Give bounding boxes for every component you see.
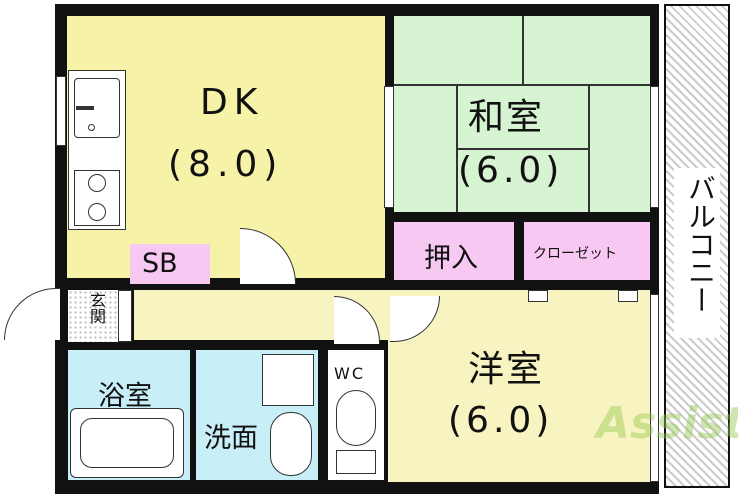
toilet-bowl [336, 390, 376, 446]
room-washitsu-size: (6.0) [458, 150, 564, 191]
room-closet [524, 222, 650, 280]
room-genkan-name: 玄関 [87, 292, 106, 324]
burner-2 [88, 203, 106, 221]
room-youshitsu-size: (6.0) [448, 400, 554, 441]
bathtub-inner [80, 418, 174, 468]
genkan-step [118, 290, 132, 342]
sliding-door [384, 86, 394, 208]
room-dk-name: DK [200, 82, 264, 123]
room-genkan [68, 290, 118, 342]
room-sb-name: SB [142, 248, 178, 279]
closet-door-2 [618, 290, 638, 302]
room-sb [130, 244, 210, 284]
tatami-line [456, 148, 588, 150]
faucet [76, 106, 94, 110]
window-kitchen [56, 76, 66, 146]
tatami-line [522, 16, 524, 84]
toilet-tank [336, 450, 376, 474]
room-wc-name: WC [334, 364, 365, 383]
tatami-line [394, 84, 650, 86]
room-oshiire [394, 222, 514, 280]
tatami-line [588, 84, 590, 212]
window-youshitsu [650, 294, 659, 482]
closet-door-1 [528, 290, 548, 302]
room-yokushitsu-name: 浴室 [98, 381, 152, 412]
room-dk-size: (8.0) [168, 144, 284, 185]
room-closet-name: クローゼット [533, 246, 617, 262]
sink [74, 78, 120, 138]
balcony-label-bg [674, 168, 720, 338]
entrance-door [4, 288, 60, 340]
room-oshiire-name: 押入 [424, 243, 478, 274]
washing-machine-space [262, 354, 314, 406]
balcony-name: バルコニー [684, 174, 717, 314]
washbasin [270, 412, 312, 476]
window-washitsu [650, 86, 659, 208]
room-washitsu-name: 和室 [468, 97, 545, 138]
room-youshitsu-name: 洋室 [468, 349, 545, 390]
watermark: Assist [596, 398, 738, 449]
burner-1 [88, 174, 106, 192]
room-senmen-name: 洗面 [204, 423, 258, 454]
sink-drain [88, 124, 95, 131]
